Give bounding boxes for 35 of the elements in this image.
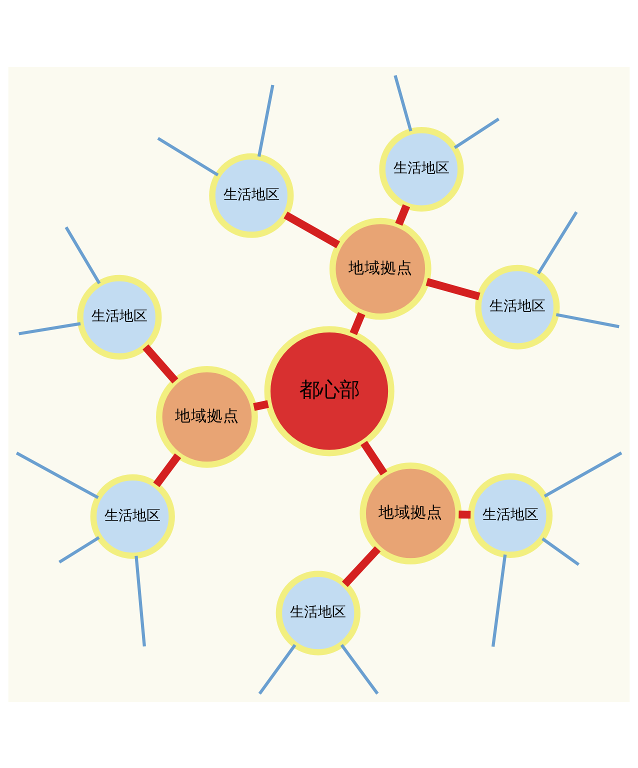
connector xyxy=(394,74,412,132)
node-circle: 地域拠点 xyxy=(329,217,432,320)
connector xyxy=(544,450,622,498)
node-circle: 生活地区 xyxy=(276,570,360,655)
connector xyxy=(536,210,578,274)
node-circle: 生活地区 xyxy=(379,126,464,212)
connector xyxy=(426,278,480,300)
connector xyxy=(491,554,507,646)
connector xyxy=(340,644,379,694)
connector xyxy=(16,451,99,499)
connector xyxy=(64,226,101,284)
connector xyxy=(58,536,100,564)
connector xyxy=(350,312,366,335)
node-circle: 生活地区 xyxy=(90,474,175,558)
connector xyxy=(458,510,471,518)
node-circle: 生活地区 xyxy=(77,274,162,360)
connector xyxy=(142,344,178,384)
node-circle: 生活地区 xyxy=(209,152,294,238)
connector xyxy=(253,400,269,410)
connector xyxy=(556,312,620,328)
connector xyxy=(342,546,381,586)
connector xyxy=(257,84,274,156)
node-circle: 生活地区 xyxy=(468,472,553,558)
connector xyxy=(284,211,340,248)
node-circle: 地域拠点 xyxy=(360,462,462,564)
connector xyxy=(454,117,500,148)
node-circle: 地域拠点 xyxy=(156,365,258,468)
connector xyxy=(18,322,81,335)
connector xyxy=(542,536,580,566)
node-circle: 生活地区 xyxy=(475,264,560,349)
node-circle: 都心部 xyxy=(264,326,394,456)
connector xyxy=(134,555,146,646)
connector xyxy=(395,204,410,226)
connector xyxy=(258,644,296,694)
connector xyxy=(157,136,219,176)
